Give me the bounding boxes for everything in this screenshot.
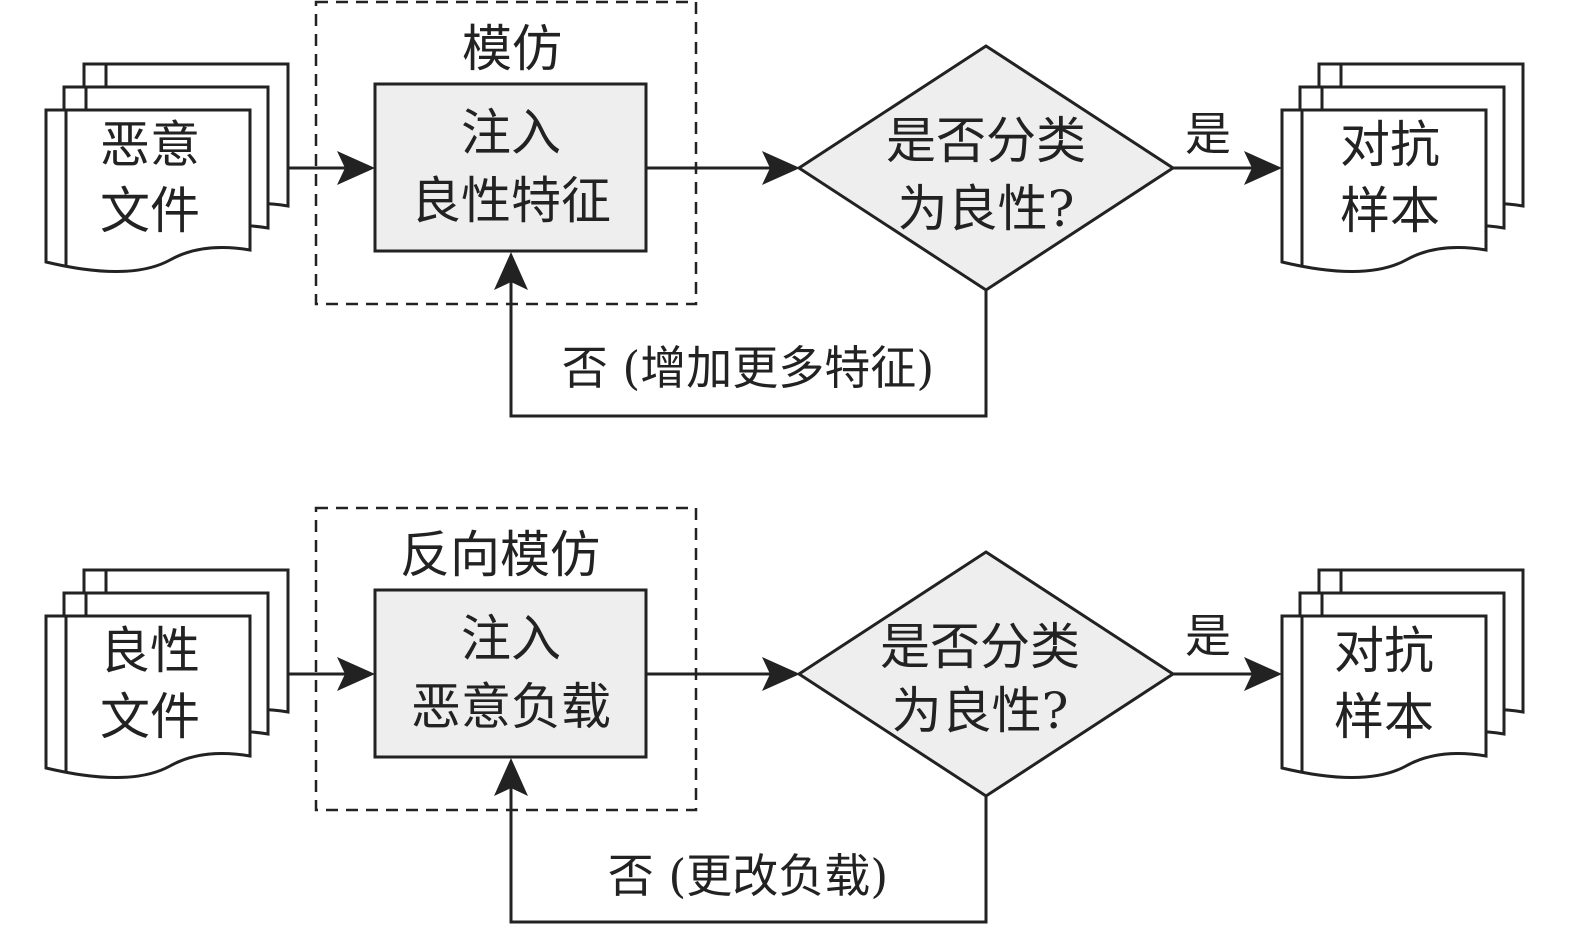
- process-label-line2: 恶意负载: [411, 678, 611, 736]
- decision-label-line1: 是否分类: [880, 618, 1080, 676]
- arrow-no-loop: [509, 282, 988, 418]
- arrowhead-no-loop: [494, 252, 528, 290]
- arrow-no-loop: [509, 788, 988, 924]
- arrowhead-input-to-process: [337, 657, 375, 691]
- yes-label: 是: [1185, 107, 1231, 161]
- process-box: [373, 82, 648, 253]
- arrowhead-input-to-process: [337, 151, 375, 185]
- process-box: [373, 588, 648, 759]
- group-label: 模仿: [462, 20, 562, 78]
- arrowhead-process-to-decision: [762, 151, 800, 185]
- flow-bottom: 良性 文件 反向模仿 注入 恶意负载 是否分类 为良性? 是: [44, 506, 1525, 924]
- output-document-label-line1: 对抗: [1340, 116, 1440, 174]
- output-document-label-line2: 样本: [1340, 182, 1440, 240]
- imitation-group-boundary: [314, 0, 698, 306]
- flow-top: 恶意 文件 模仿 注入 良性特征 是否分类 为良性? 是: [44, 0, 1525, 418]
- yes-label: 是: [1185, 609, 1231, 663]
- process-label-line1: 注入: [461, 104, 561, 162]
- output-document-label-line1: 对抗: [1334, 622, 1434, 680]
- arrowhead-no-loop: [494, 758, 528, 796]
- output-document-label-line2: 样本: [1334, 688, 1434, 746]
- output-document-stack: 对抗 样本: [1280, 568, 1525, 779]
- no-label: 否 (更改负载): [608, 849, 889, 903]
- arrowhead-process-to-decision: [762, 657, 800, 691]
- decision-label-line2: 为良性?: [898, 180, 1075, 238]
- group-label: 反向模仿: [400, 526, 600, 584]
- decision-label-line2: 为良性?: [892, 682, 1069, 740]
- input-document-stack: 恶意 文件: [44, 62, 290, 273]
- process-label-line1: 注入: [461, 610, 561, 668]
- input-document-label-line1: 良性: [100, 622, 200, 680]
- arrowhead-yes: [1244, 151, 1282, 185]
- decision-label-line1: 是否分类: [886, 112, 1086, 170]
- input-document-label-line2: 文件: [100, 688, 200, 746]
- input-document-label-line2: 文件: [100, 182, 200, 240]
- reverse-imitation-group-boundary: [314, 506, 698, 812]
- output-document-stack: 对抗 样本: [1280, 62, 1525, 273]
- input-document-stack: 良性 文件: [44, 568, 290, 779]
- no-label: 否 (增加更多特征): [562, 341, 935, 395]
- arrowhead-yes: [1244, 657, 1282, 691]
- process-label-line2: 良性特征: [411, 172, 611, 230]
- input-document-label-line1: 恶意: [100, 116, 200, 174]
